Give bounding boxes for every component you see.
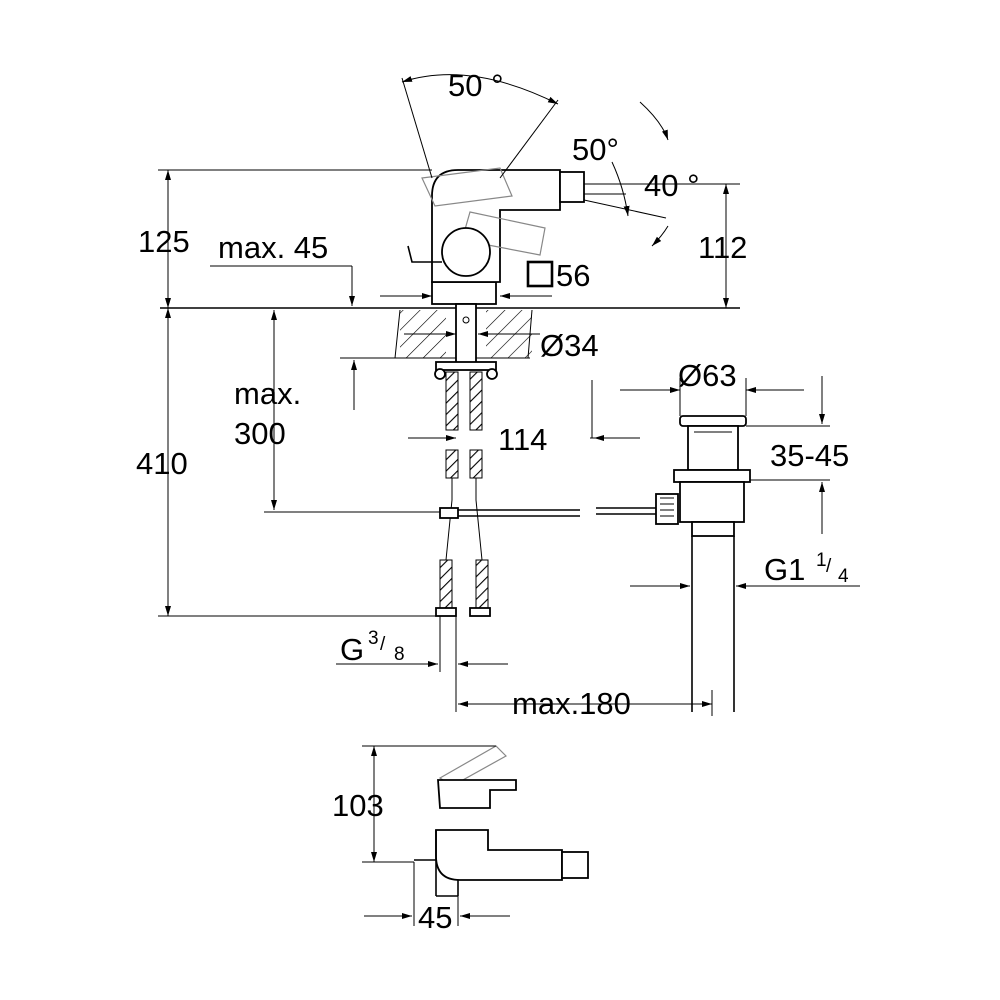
label-g38-numerator: 3 <box>368 628 379 649</box>
side-view: 103 45 <box>332 745 589 935</box>
label-g1-slash: / <box>826 556 832 577</box>
label-103: 103 <box>332 788 384 823</box>
label-35-45: 35-45 <box>770 438 849 473</box>
dimension-lines <box>158 74 860 716</box>
dimension-labels: 50 ° 50° 40 ° 125 max. 45 112 56 Ø34 Ø63… <box>136 68 849 721</box>
label-g38: G <box>340 632 364 667</box>
label-300: 300 <box>234 416 286 451</box>
label-max: max. <box>234 376 301 411</box>
label-g1-numerator: 1 <box>816 550 827 571</box>
label-45: 45 <box>418 900 452 935</box>
label-g38-denominator: 8 <box>394 644 405 665</box>
label-g1-denominator: 4 <box>838 566 849 587</box>
label-sq56: 56 <box>556 258 590 293</box>
label-125: 125 <box>138 224 190 259</box>
label-g1: G1 <box>764 552 805 587</box>
label-g38-slash: / <box>380 634 386 655</box>
waste-fitting <box>655 415 751 712</box>
mixer-body <box>407 167 585 305</box>
label-112: 112 <box>698 230 747 265</box>
label-angle-40: 40 ° <box>644 168 700 203</box>
label-angle-right: 50° <box>572 132 619 167</box>
label-max180: max.180 <box>512 686 631 721</box>
label-max45: max. 45 <box>218 230 328 265</box>
label-d63: Ø63 <box>678 358 737 393</box>
mounting-shank <box>434 303 498 380</box>
label-angle-top: 50 ° <box>448 68 504 103</box>
supply-hoses <box>435 371 491 617</box>
square-symbol <box>526 260 554 288</box>
label-114: 114 <box>498 422 547 457</box>
label-410: 410 <box>136 446 188 481</box>
popup-rod <box>439 507 660 519</box>
label-d34: Ø34 <box>540 328 599 363</box>
front-view: 50 ° 50° 40 ° 125 max. 45 112 56 Ø34 Ø63… <box>136 68 860 721</box>
